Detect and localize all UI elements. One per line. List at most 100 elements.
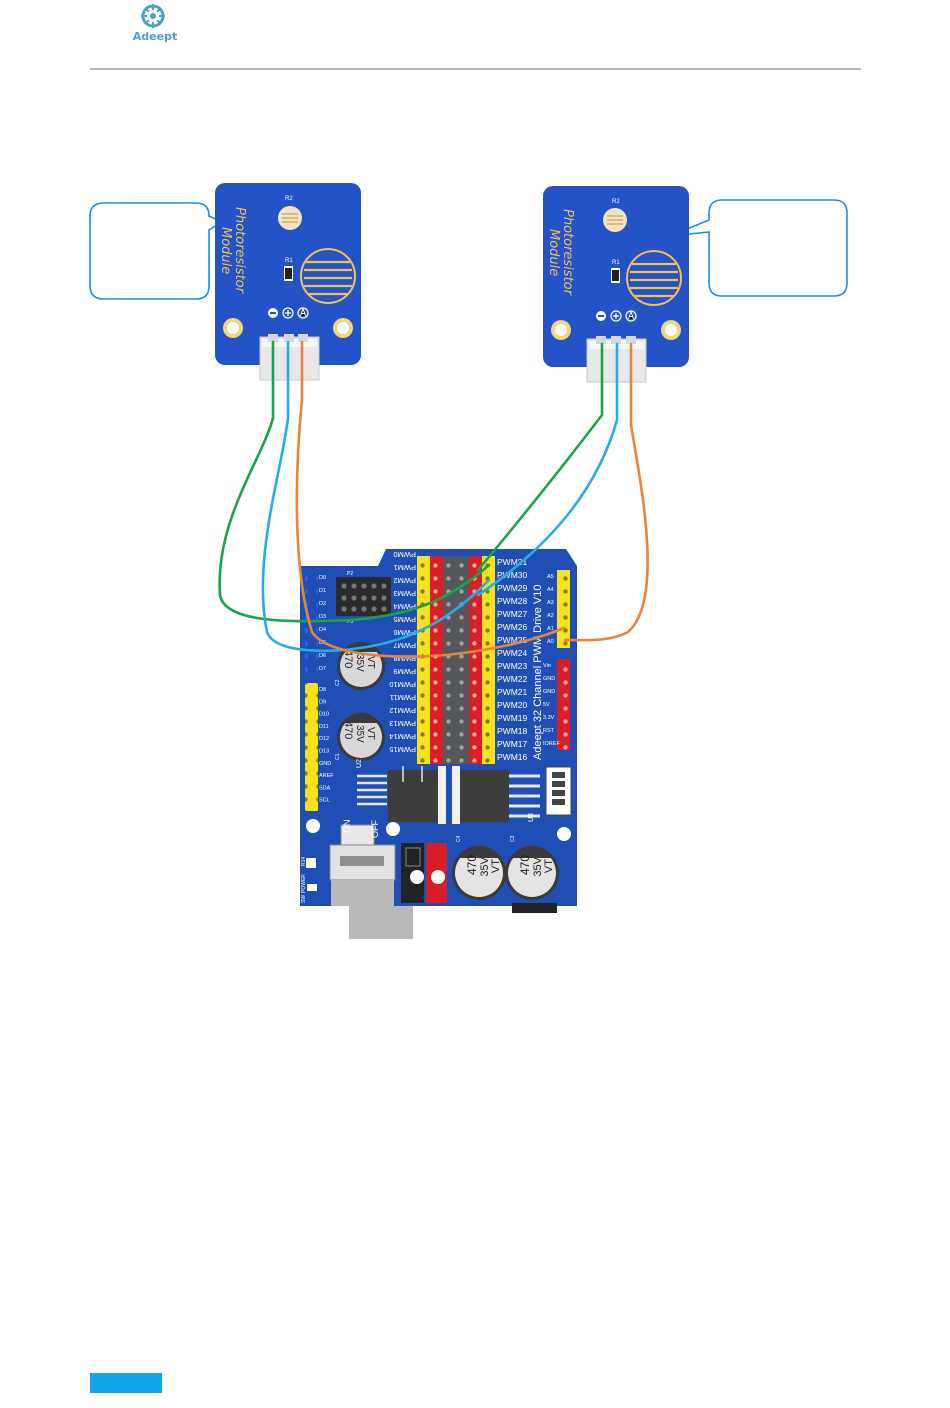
- d-pin-label-2: D2: [319, 601, 326, 607]
- pwm-left-label-14: PWM14: [389, 732, 416, 741]
- pwm-left-labels: PWM0PWM1PWM2PWM3PWM4PWM5PWM6PWM7PWM8PWM9…: [389, 550, 416, 754]
- power-pin-label-4: 3.3V: [543, 715, 555, 721]
- wire-left-vcc: [261, 340, 491, 653]
- right-callout: [669, 199, 848, 297]
- pwm-left-label-2: PWM2: [394, 576, 417, 585]
- cap-c4-value: 470: [465, 855, 479, 875]
- regulator-left: [388, 770, 444, 822]
- power-pin-label-0: Vin: [543, 663, 551, 669]
- cap-c2-voltage: 35V: [354, 654, 365, 672]
- pwm-left-label-0: PWM0: [394, 550, 417, 559]
- pwm-right-label-11: PWM20: [497, 700, 528, 710]
- pwm-right-label-12: PWM19: [497, 713, 528, 723]
- silk-u3: U3: [528, 813, 535, 822]
- plus-icon: [610, 310, 622, 322]
- pwm-right-label-4: PWM27: [497, 609, 528, 619]
- pin-column-vcc-left: [430, 556, 443, 764]
- cap-c2-type: VT: [365, 656, 376, 669]
- power-pin-label-6: IOREF: [543, 741, 560, 747]
- power-pin-label-3: 5V: [543, 702, 550, 708]
- analog-pin-label-2: A3: [547, 600, 554, 606]
- yellow-pin-label-4: D12: [319, 736, 329, 742]
- cap-c4-type: VT: [490, 859, 502, 873]
- footer-accent-bar: [90, 1373, 162, 1393]
- wire-left-signal: [295, 340, 566, 658]
- cap-c4-voltage: 35V: [479, 856, 491, 876]
- wire-left-gnd: [218, 340, 491, 623]
- pwm-left-label-11: PWM11: [390, 693, 416, 702]
- left-photoresistor-module: R2 R1 Photoresistor Module: [215, 183, 361, 381]
- dc-power-jack: [401, 843, 447, 903]
- silk-power: POWER: [301, 874, 307, 893]
- board-title: Adeept 32 Channel PWM Drive V10: [532, 585, 544, 760]
- left-r1-label: R1: [285, 258, 293, 264]
- pwm-left-label-15: PWM15: [389, 745, 416, 754]
- usb-port: [349, 906, 413, 939]
- analog-pin-label-4: A1: [547, 626, 554, 632]
- pwm-driver-board: P2 P3 470 35V VT 470 35V VT U2 U3: [300, 549, 577, 939]
- yellow-pin-label-1: D9: [319, 699, 326, 705]
- pin-column-signal-left: [417, 556, 430, 764]
- switch-off-label: OFF: [370, 820, 380, 838]
- yellow-pin-label-7: AREF: [319, 773, 334, 779]
- pwm-right-labels: PWM31PWM30PWM29PWM28PWM27PWM26PWM25PWM24…: [497, 557, 528, 762]
- power-switch[interactable]: [329, 824, 396, 906]
- silk-r14: R14: [301, 857, 307, 866]
- silk-c3: C3: [510, 835, 516, 842]
- pwm-left-label-4: PWM4: [394, 602, 417, 611]
- pin-column-vcc-right: [469, 556, 482, 764]
- pwm-right-label-7: PWM24: [497, 648, 528, 658]
- chip-u2: [357, 772, 387, 808]
- capacitor-c1: [337, 712, 385, 761]
- left-pin-icons: [268, 307, 309, 319]
- pwm-right-label-9: PWM22: [497, 674, 528, 684]
- yellow-pin-label-3: D11: [319, 724, 329, 730]
- analog-pin-label-5: A0: [547, 639, 554, 645]
- pwm-left-label-13: PWM13: [389, 719, 416, 728]
- right-r1-label: R1: [612, 260, 620, 266]
- pwm-right-label-14: PWM17: [497, 739, 528, 749]
- silk-sw: SW: [301, 895, 307, 903]
- pwm-left-label-12: PWM12: [389, 706, 416, 715]
- cap-c2-value: 470: [342, 650, 354, 668]
- cap-c3-value: 470: [518, 855, 532, 875]
- right-module-title-2: Module: [546, 229, 561, 276]
- pwm-right-label-2: PWM29: [497, 583, 528, 593]
- analog-pin-label-1: A4: [547, 587, 554, 593]
- silk-p2: P2: [347, 571, 353, 577]
- cap-c1-value: 470: [342, 721, 354, 739]
- pwm-left-label-9: PWM9: [394, 667, 417, 676]
- silk-c1: C1: [335, 753, 341, 760]
- d-pin-label-6: D6: [319, 653, 326, 659]
- right-pin-icons: [596, 310, 637, 322]
- capacitor-c3: [505, 845, 559, 900]
- cap-c3-type: VT: [543, 859, 555, 873]
- pwm-left-label-5: PWM5: [394, 615, 417, 624]
- pwm-right-label-15: PWM16: [497, 752, 528, 762]
- header-divider: [90, 68, 861, 70]
- yellow-pin-label-9: SCL: [319, 798, 330, 804]
- left-callout: [89, 202, 224, 300]
- pwm-right-label-5: PWM26: [497, 622, 528, 632]
- power-pin-label-5: RST: [543, 728, 555, 734]
- pin-column-gnd-left: [443, 556, 456, 764]
- yellow-pin-label-5: D13: [319, 749, 329, 755]
- right-module-title-1: Photoresistor: [560, 209, 575, 297]
- switch-on-label: ON: [342, 820, 352, 834]
- yellow-pin-label-2: D10: [319, 712, 329, 718]
- silk-u2: U2: [356, 759, 363, 768]
- pwm-right-label-8: PWM23: [497, 661, 528, 671]
- regulator-right: [459, 770, 509, 822]
- pwm-left-label-6: PWM6: [394, 628, 417, 637]
- pwm-right-label-0: PWM31: [497, 557, 528, 567]
- analog-header: [557, 570, 570, 648]
- left-r2-label: R2: [285, 196, 293, 202]
- power-pin-label-2: GND: [543, 689, 555, 695]
- plus-icon: [282, 307, 294, 319]
- pwm-right-label-6: PWM25: [497, 635, 528, 645]
- d-pin-label-1: D1: [319, 588, 326, 594]
- power-pin-label-1: GND: [543, 676, 555, 682]
